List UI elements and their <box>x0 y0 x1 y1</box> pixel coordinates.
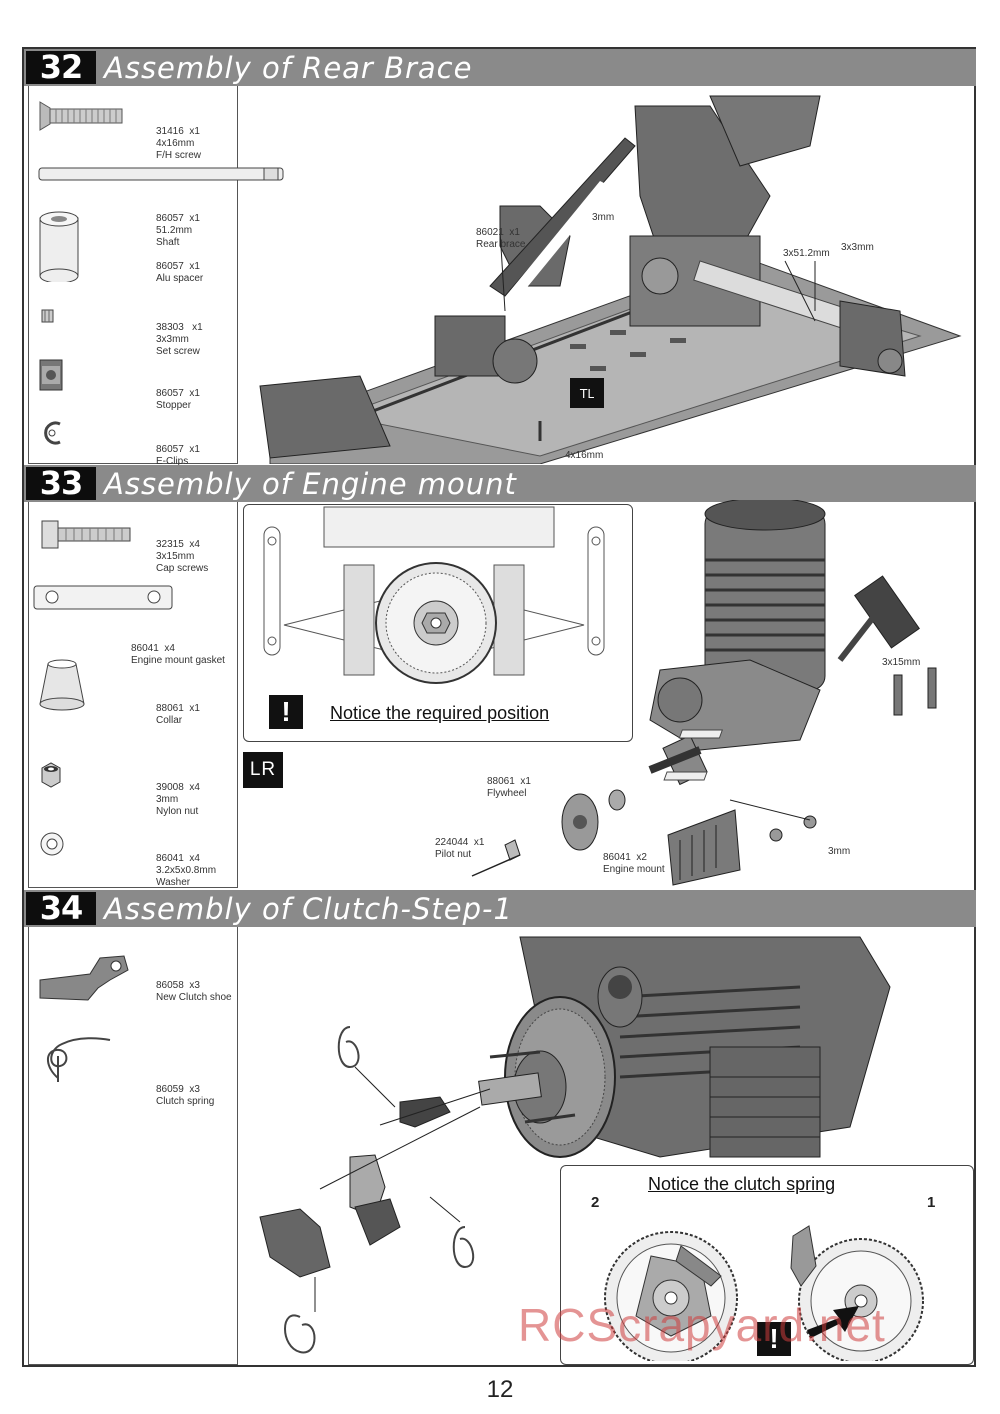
step-marker: 1 <box>927 1194 936 1211</box>
flywheel-position-diagram <box>263 506 605 684</box>
step-33-header: 33 Assembly of Engine mount <box>24 465 976 502</box>
callout-shaft: 3x51.2mm <box>783 248 830 259</box>
watermark: RCScrapyard.net <box>518 1299 886 1351</box>
clutch-shoe-icon <box>39 955 129 1001</box>
stopper-icon <box>39 359 63 391</box>
alu-spacer-icon <box>39 211 79 282</box>
step-number: 34 <box>26 892 96 925</box>
page-frame <box>22 47 976 1367</box>
step-number: 32 <box>26 51 96 84</box>
clutch-spring-icon <box>47 1037 111 1082</box>
lr-icon: LR <box>243 752 283 788</box>
washer-icon <box>40 832 64 856</box>
notice-clutch-spring: Notice the clutch spring 2 1 ! <box>560 1165 974 1365</box>
flat-head-screw-icon <box>39 101 123 131</box>
page-number: 12 <box>486 1376 514 1403</box>
svg-text:TL: TL <box>579 387 594 401</box>
step-title: Assembly of Engine mount <box>104 467 517 501</box>
nylon-nut-icon <box>41 762 61 788</box>
set-screw-icon <box>41 309 54 323</box>
collar-icon <box>39 659 85 711</box>
callout-cap-screw: 3x15mm <box>882 657 921 668</box>
callout-nut-3mm: 3mm <box>828 846 851 857</box>
notice-text: Notice the required position <box>330 703 550 723</box>
warning-icon: ! <box>269 695 303 729</box>
step-title: Assembly of Rear Brace <box>104 51 473 85</box>
callout-set-screw: 3x3mm <box>841 242 874 253</box>
callout-fh-screw: 4x16mm <box>565 450 604 461</box>
engine-mount-gasket-icon <box>33 585 173 610</box>
rear-brace-illustration: TL <box>259 95 962 464</box>
notice-required-position: ! Notice the required position <box>243 504 633 742</box>
clutch-assembly-illustration <box>259 936 891 1354</box>
notice-text: Notice the clutch spring <box>648 1174 836 1194</box>
step-32-header: 32 Assembly of Rear Brace <box>24 49 976 86</box>
clutch-spring-diagram <box>604 1225 924 1361</box>
step-34-parts-list <box>28 927 238 1365</box>
step-title: Assembly of Clutch-Step-1 <box>104 892 513 926</box>
engine-mount-illustration <box>471 500 937 886</box>
step-number: 33 <box>26 467 96 500</box>
callout-3mm: 3mm <box>592 212 615 223</box>
step-34-header: 34 Assembly of Clutch-Step-1 <box>24 890 976 927</box>
shaft-icon <box>38 167 284 181</box>
warning-icon: ! <box>757 1322 791 1356</box>
cap-screw-icon <box>41 520 131 549</box>
step-marker: 2 <box>591 1194 600 1211</box>
e-clip-icon <box>44 421 61 445</box>
